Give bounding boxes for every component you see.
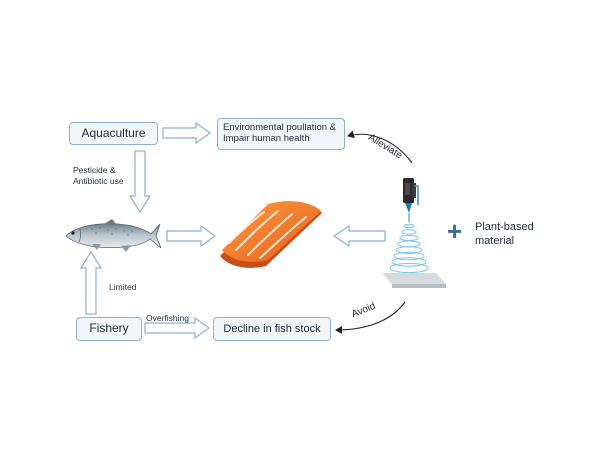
arrow-avoid [335,301,406,334]
aquaculture-box: Aquaculture [69,122,158,145]
aquaculture-label: Aquaculture [81,125,146,140]
limited-label: Limited [109,282,137,292]
arrow-printer-to-fillet [332,224,386,248]
arrow-aquaculture-to-fish [128,150,152,214]
decline-in-fish-stock-box: Decline in fish stock [213,317,331,341]
3d-printer-extruder-icon [382,178,446,288]
decline-label: Decline in fish stock [223,322,321,335]
fishery-box: Fishery [76,317,142,341]
fishery-label: Fishery [89,321,129,336]
arrow-fishery-to-decline [144,316,211,340]
pesticide-label-line2: Antibiotic use [73,175,124,186]
arrow-alleviate [347,130,413,164]
arrow-fish-to-fillet [166,224,217,248]
plant-based-line1: Plant-based [475,221,534,233]
arrow-aquaculture-to-environment [162,121,212,145]
environmental-impact-box: Environmental poullation & Impair human … [217,118,345,150]
salmon-fish-icon [65,219,162,252]
environmental-impact-line2: Impair human health [223,133,310,144]
pesticide-antibiotic-label: Pesticide & Antibiotic use [73,165,124,186]
plant-based-line2: material [475,234,515,247]
plus-icon: + [447,216,463,246]
salmon-fillet-icon [220,201,322,268]
overfishing-label: Overfishing [146,313,189,323]
environmental-impact-line1: Environmental poullation & [223,122,337,134]
plant-based-material-label: Plant-based material [475,221,534,249]
arrow-fishery-to-fish [79,250,103,315]
pesticide-label-line1: Pesticide & [73,165,116,175]
